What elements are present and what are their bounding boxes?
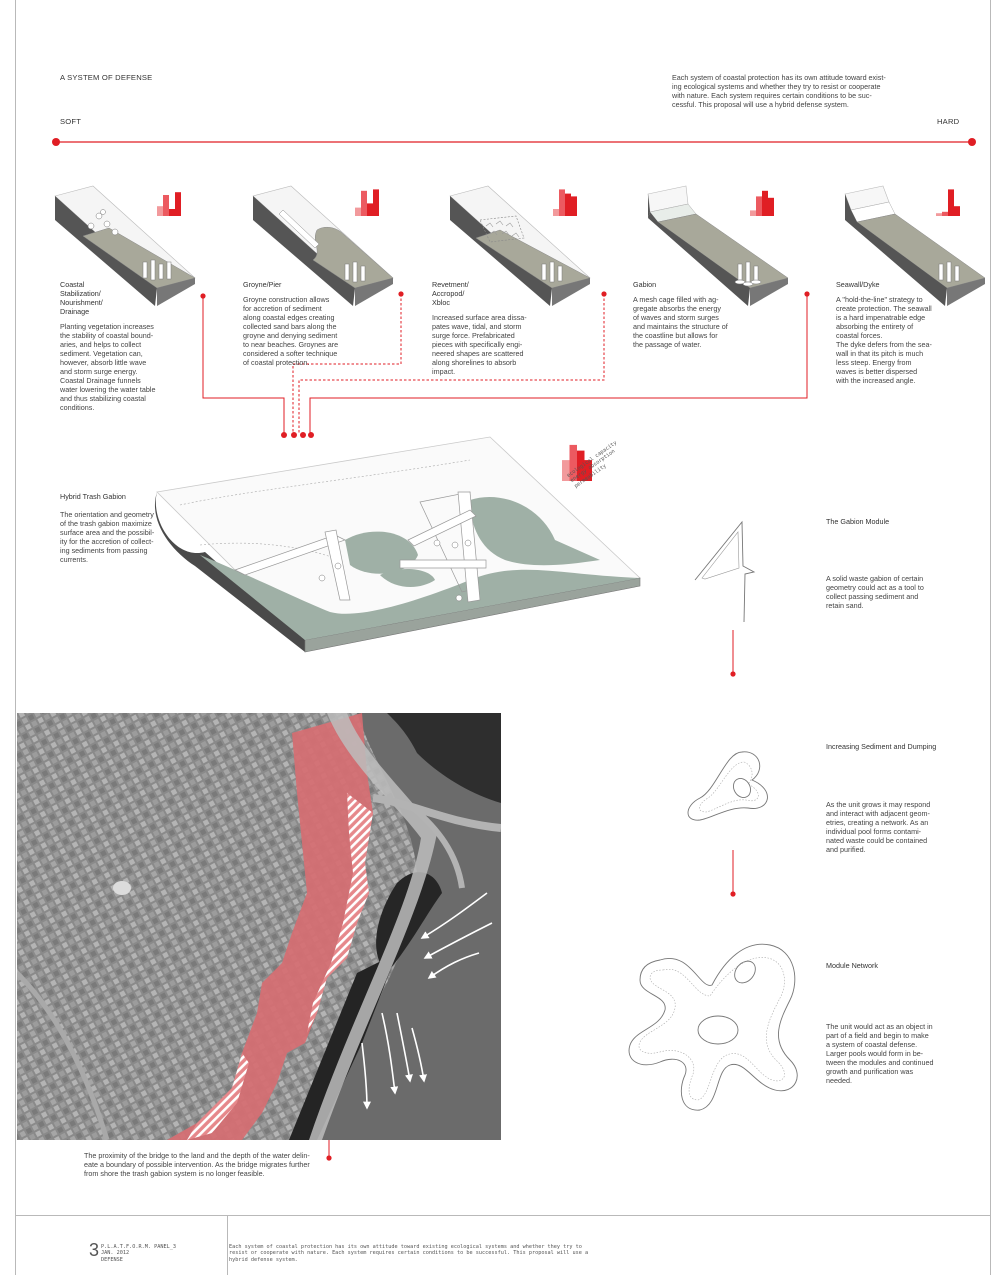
frame-right xyxy=(990,0,991,1275)
hybrid-chart-bar-2 xyxy=(569,444,577,481)
hybrid-bar-chart xyxy=(562,444,592,481)
system-5-chart-bar-2 xyxy=(942,211,948,216)
module-2-desc: As the unit grows it may respond and int… xyxy=(826,800,931,854)
system-diagram-coastal-stabilization xyxy=(54,185,196,306)
hybrid-chart-bar-1 xyxy=(562,460,570,481)
system-4-chart-bar-3 xyxy=(762,190,768,216)
page-title: A SYSTEM OF DEFENSE xyxy=(60,73,153,82)
system-4-chart-bar-2 xyxy=(756,196,762,216)
sediment-module-drawing xyxy=(687,751,768,821)
soft-hard-scale xyxy=(52,138,976,146)
system-4-chart-bar-1 xyxy=(750,210,756,216)
system-1-name: Coastal Stabilization/ Nourishment/ Drai… xyxy=(60,280,103,316)
system-2-chart-bar-3 xyxy=(367,203,373,216)
system-4-chart-bar-4 xyxy=(768,197,774,216)
module-3-title: Module Network xyxy=(826,961,878,970)
system-5-chart-bar-4 xyxy=(954,206,960,216)
system-5-chart-bar-1 xyxy=(936,213,942,216)
system-1-chart-bar-1 xyxy=(157,206,163,216)
hybrid-gabion-axonometric xyxy=(154,436,641,653)
system-1-chart-bar-2 xyxy=(163,195,169,216)
system-4-name: Gabion xyxy=(633,280,657,289)
gabion-module-drawing xyxy=(694,520,756,623)
system-3-name: Revetment/ Accropod/ Xbloc xyxy=(432,280,469,307)
footer-panel-label: P.L.A.T.F.O.R.M. PANEL_3 JAN. 2012 DEFEN… xyxy=(101,1244,176,1263)
system-diagram-seawall xyxy=(844,185,986,306)
scale-soft-label: SOFT xyxy=(60,117,82,126)
frame-footer-divider xyxy=(227,1215,228,1275)
module-3-desc: The unit would act as an object in part … xyxy=(826,1022,934,1085)
hybrid-title: Hybrid Trash Gabion xyxy=(60,492,126,501)
footer-panel-number: 3 xyxy=(89,1240,100,1260)
system-1-desc: Planting vegetation increases the stabil… xyxy=(60,322,156,412)
module-1-title: The Gabion Module xyxy=(826,517,890,526)
module-connector-2 xyxy=(730,850,736,897)
module-network-drawing xyxy=(628,943,798,1111)
scale-hard-label: HARD xyxy=(937,117,960,126)
frame-footer-top xyxy=(15,1215,990,1216)
module-2-title: Increasing Sediment and Dumping xyxy=(826,742,937,751)
system-connectors xyxy=(200,291,810,438)
system-3-chart-bar-4 xyxy=(571,196,577,216)
system-3-chart-bar-3 xyxy=(565,193,571,216)
system-diagram-gabion xyxy=(647,185,789,306)
system-diagram-revetment xyxy=(449,185,591,306)
system-5-desc: A "hold-the-line" strategy to create pro… xyxy=(836,295,932,385)
hybrid-chart-bar-4 xyxy=(584,460,592,481)
module-1-desc: A solid waste gabion of certain geometry… xyxy=(826,574,924,610)
intro-text: Each system of coastal protection has it… xyxy=(672,73,886,109)
system-5-chart-bar-3 xyxy=(948,189,954,216)
system-2-desc: Groyne construction allows for accretion… xyxy=(243,295,339,367)
hybrid-desc: The orientation and geometry of the tras… xyxy=(60,510,155,564)
system-1-chart-bar-4 xyxy=(175,192,181,216)
system-4-desc: A mesh cage filled with ag- gregate abso… xyxy=(633,295,728,349)
system-2-name: Groyne/Pier xyxy=(243,280,282,289)
system-bar-charts xyxy=(157,189,960,216)
footer-summary: Each system of coastal protection has it… xyxy=(229,1244,589,1263)
map-caption: The proximity of the bridge to the land … xyxy=(84,1151,310,1178)
system-2-chart-bar-1 xyxy=(355,207,361,216)
system-2-chart-bar-4 xyxy=(373,189,379,216)
hybrid-chart-bar-3 xyxy=(577,450,585,481)
system-3-chart-bar-1 xyxy=(553,209,559,216)
frame-left xyxy=(15,0,16,1275)
aerial-map xyxy=(17,713,501,1140)
system-2-chart-bar-2 xyxy=(361,190,367,216)
system-diagram-groyne xyxy=(252,185,394,306)
system-3-desc: Increased surface area dissa- pates wave… xyxy=(432,313,527,376)
system-1-chart-bar-3 xyxy=(169,209,175,216)
system-3-chart-bar-2 xyxy=(559,189,565,216)
module-connector-1 xyxy=(730,630,736,677)
system-5-name: Seawall/Dyke xyxy=(836,280,880,289)
